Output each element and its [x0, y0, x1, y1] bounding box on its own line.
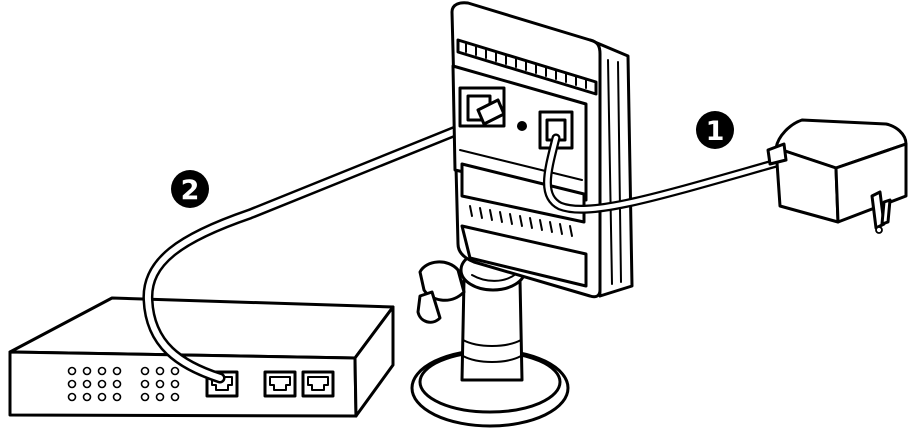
switch-led-grid-right — [142, 368, 179, 401]
switch-port-2 — [265, 372, 295, 396]
callout-2-label: 2 — [181, 175, 200, 206]
network-switch — [10, 298, 393, 416]
callout-badge-1: 1 — [696, 111, 734, 149]
switch-port-3 — [303, 372, 333, 396]
callout-badge-2: 2 — [171, 170, 209, 208]
callout-1-label: 1 — [706, 116, 725, 147]
ip-camera — [452, 3, 632, 297]
power-adapter — [768, 120, 906, 233]
